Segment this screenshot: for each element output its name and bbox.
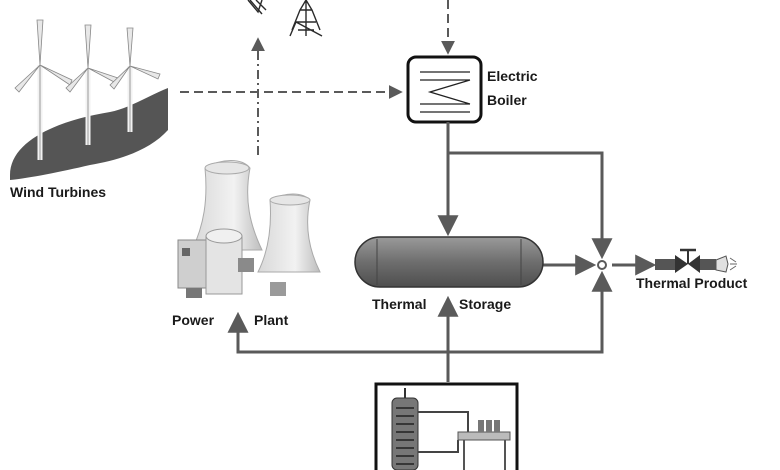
power-plant-label-plant: Plant: [254, 312, 289, 328]
electricity-lines: [180, 0, 455, 155]
transmission-tower-icon: [247, 0, 323, 37]
thermal-storage-label-thermal: Thermal: [372, 296, 427, 312]
heat-pipes: [227, 122, 657, 382]
cooling-tower-power-plant-icon: [177, 160, 321, 298]
electric-boiler-icon: [406, 55, 483, 124]
heat-source-unit-icon: [374, 382, 519, 470]
valve-outlet-icon: [655, 248, 737, 273]
thermal-storage-label-storage: Storage: [459, 296, 512, 312]
electric-boiler-label-line1: Electric: [487, 68, 538, 84]
power-plant-label-power: Power: [172, 312, 215, 328]
mixing-junction-icon: [597, 260, 607, 270]
wind-turbines-label: Wind Turbines: [10, 184, 107, 200]
storage-tank-icon: [354, 236, 544, 288]
thermal-product-label: Thermal Product: [636, 275, 748, 291]
electric-boiler-label-line2: Boiler: [487, 92, 527, 108]
wind-turbine-icon: [10, 19, 168, 180]
